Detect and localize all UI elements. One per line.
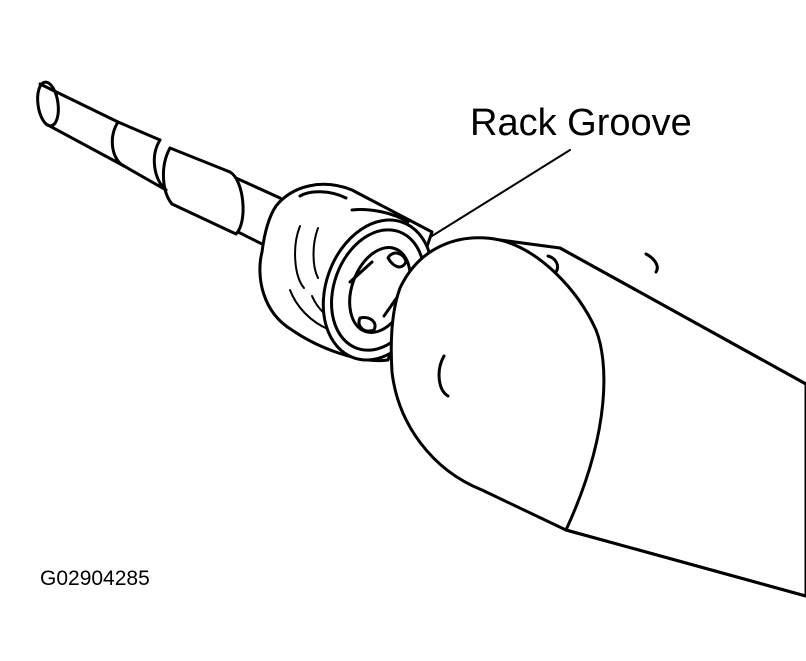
rack-housing xyxy=(389,236,806,598)
rack-groove-leader-line xyxy=(431,149,571,237)
figure-code: G02904285 xyxy=(40,567,150,590)
tie-rod-shaft xyxy=(36,80,282,246)
rack-groove-label: Rack Groove xyxy=(470,102,692,144)
